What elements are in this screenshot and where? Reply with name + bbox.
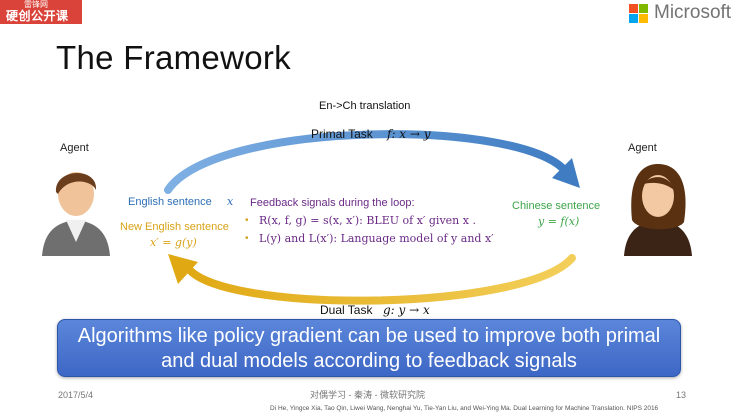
logo-square-green <box>639 4 648 13</box>
primal-task-label: Primal Task <box>311 127 373 141</box>
dual-arrow-icon <box>168 254 576 305</box>
agent-left-label: Agent <box>60 142 89 154</box>
page-number: 13 <box>676 390 687 400</box>
english-sentence-label: English sentence <box>128 196 212 208</box>
chinese-formula: y = f(x) <box>538 215 580 228</box>
new-english-formula: x′ = g(y) <box>150 236 197 249</box>
primal-task-formula: f: x → y <box>387 127 431 141</box>
watermark-line2: 硬创公开课 <box>6 9 69 23</box>
subtitle: En->Ch translation <box>319 100 411 112</box>
male-user-icon <box>42 172 110 256</box>
dual-task-label: Dual Task <box>320 303 373 317</box>
dual-task-formula: g: y → x <box>383 303 430 317</box>
banner-line-2: and dual models according to feedback si… <box>161 350 577 372</box>
feedback-item-2: L(y) and L(x′): Language model of y and … <box>259 232 494 245</box>
footer-date: 2017/5/4 <box>58 390 94 400</box>
list-item: • L(y) and L(x′): Language model of y and… <box>245 231 494 249</box>
primal-arrow-icon <box>164 130 580 194</box>
logo-square-red <box>629 4 638 13</box>
logo-square-blue <box>629 14 638 23</box>
female-user-icon <box>624 164 692 256</box>
citation: Di He, Yingce Xia, Tao Qin, Liwei Wang, … <box>270 405 659 412</box>
chinese-sentence-label: Chinese sentence <box>512 200 601 212</box>
list-item: • R(x, f, g) = s(x, x′): BLEU of x′ given… <box>245 213 494 231</box>
logo-square-yellow <box>639 14 648 23</box>
new-english-sentence-label: New English sentence <box>120 221 229 233</box>
feedback-heading: Feedback signals during the loop: <box>250 197 415 209</box>
feedback-item-1: R(x, f, g) = s(x, x′): BLEU of x′ given … <box>259 214 476 227</box>
page-title: The Framework <box>56 39 291 76</box>
logo-wordmark: Microsoft <box>654 2 732 23</box>
footer-center: 对偶学习 - 秦涛 - 微软研究院 <box>310 390 425 400</box>
bullet-icon: • <box>245 215 249 226</box>
watermark-badge: 雷锋网 硬创公开课 <box>0 0 82 24</box>
summary-banner: Algorithms like policy gradient can be u… <box>57 319 681 377</box>
watermark-line1: 雷锋网 <box>24 0 48 9</box>
microsoft-logo: Microsoft <box>628 2 736 24</box>
agent-right-label: Agent <box>628 142 657 154</box>
bullet-icon: • <box>245 233 249 244</box>
banner-line-1: Algorithms like policy gradient can be u… <box>77 325 661 347</box>
feedback-list: • R(x, f, g) = s(x, x′): BLEU of x′ given… <box>245 213 494 249</box>
english-sentence-var: x <box>227 195 234 208</box>
